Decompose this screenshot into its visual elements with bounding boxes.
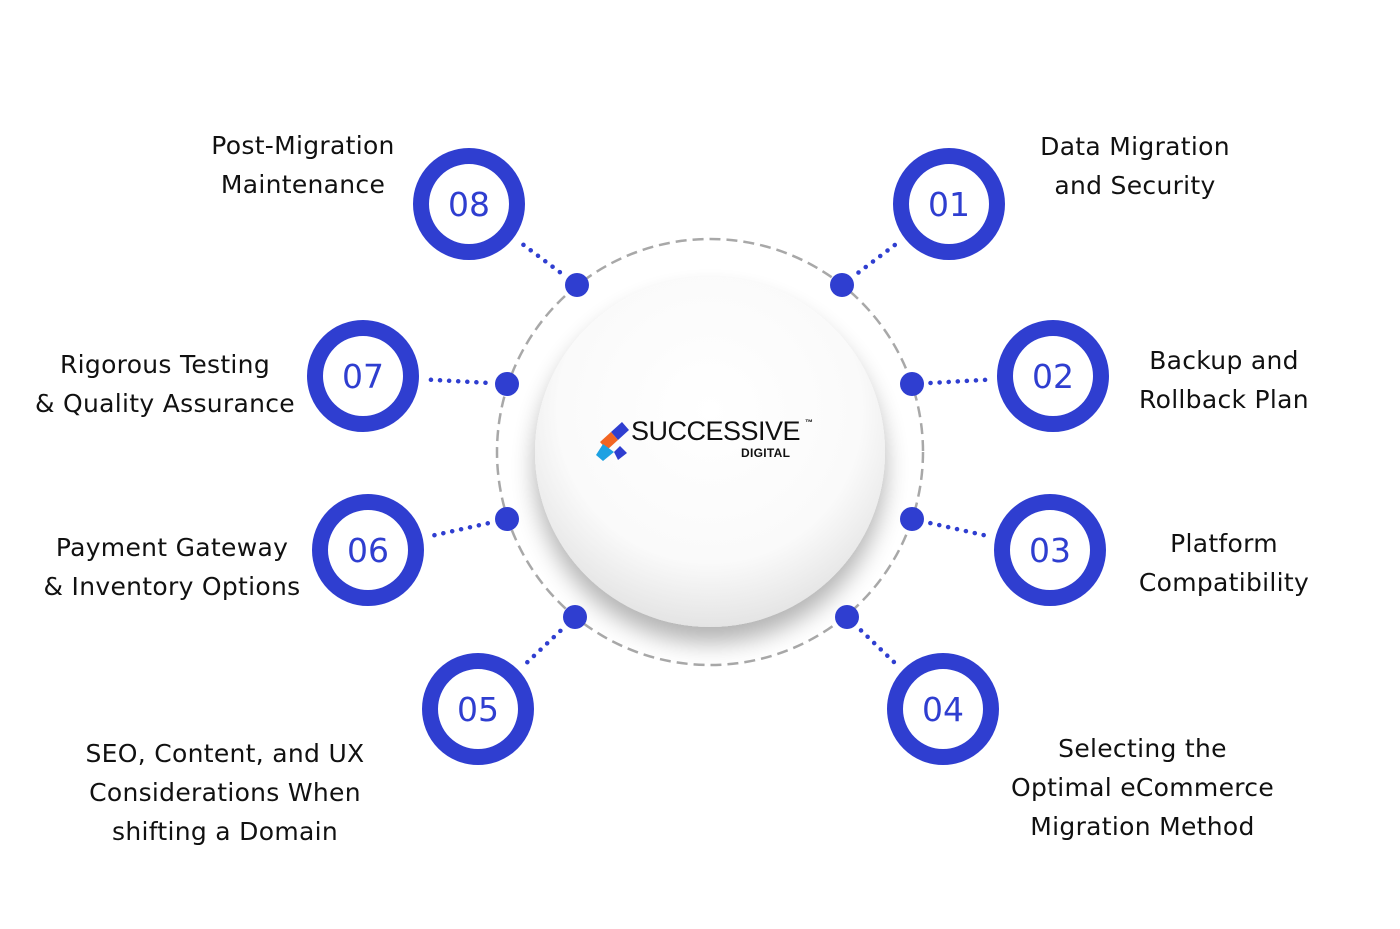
step-number-04: 04: [922, 690, 964, 729]
step-number-03: 03: [1029, 531, 1071, 570]
badge-ring: [413, 148, 525, 260]
step-badge-04: 04: [887, 653, 999, 765]
step-badge-03: 03: [994, 494, 1106, 606]
step-badge-08: 08: [413, 148, 525, 260]
orbit-node-07: [495, 372, 519, 396]
step-number-06: 06: [347, 531, 389, 570]
orbit-node-03: [900, 507, 924, 531]
badge-ring: [893, 148, 1005, 260]
step-badge-06: 06: [312, 494, 424, 606]
dotted-connector-01: [852, 242, 898, 278]
dotted-connector-02: [925, 377, 988, 386]
orbit-node-04: [835, 605, 859, 629]
dotted-connector-06: [432, 520, 494, 538]
dotted-connector-04: [856, 625, 897, 665]
orbit-node-01: [830, 273, 854, 297]
step-number-08: 08: [448, 185, 490, 224]
step-badges-layer: 01 02 03 04 05 06 07 08: [307, 148, 1109, 765]
orbit-node-02: [900, 372, 924, 396]
step-number-05: 05: [457, 690, 499, 729]
step-label-06: Payment Gateway& Inventory Options: [43, 533, 301, 601]
dotted-connector-05: [525, 625, 566, 665]
badge-ring: [312, 494, 424, 606]
dotted-connector-08: [521, 242, 567, 278]
brand-subtitle: DIGITAL: [741, 446, 791, 460]
step-number-01: 01: [928, 185, 970, 224]
successive-digital-logo-icon: [596, 422, 629, 461]
dotted-connector-07: [428, 377, 494, 386]
dotted-connector-03: [925, 520, 986, 538]
step-label-07: Rigorous Testing& Quality Assurance: [35, 350, 295, 418]
orbit-node-08: [565, 273, 589, 297]
connectors-layer: [428, 242, 988, 665]
badge-ring: [887, 653, 999, 765]
brand-name: SUCCESSIVE: [631, 416, 801, 446]
step-number-07: 07: [342, 357, 384, 396]
brand-trademark: ™: [805, 418, 813, 427]
center-hub-disc: [535, 277, 885, 627]
orbit-node-06: [495, 507, 519, 531]
badge-ring: [307, 320, 419, 432]
badge-ring: [994, 494, 1106, 606]
step-number-02: 02: [1032, 357, 1074, 396]
badge-ring: [422, 653, 534, 765]
dashed-orbit-ring: [495, 237, 925, 667]
step-badge-05: 05: [422, 653, 534, 765]
step-badge-01: 01: [893, 148, 1005, 260]
step-badge-07: 07: [307, 320, 419, 432]
badge-ring: [997, 320, 1109, 432]
step-badge-02: 02: [997, 320, 1109, 432]
orbit-node-05: [563, 605, 587, 629]
